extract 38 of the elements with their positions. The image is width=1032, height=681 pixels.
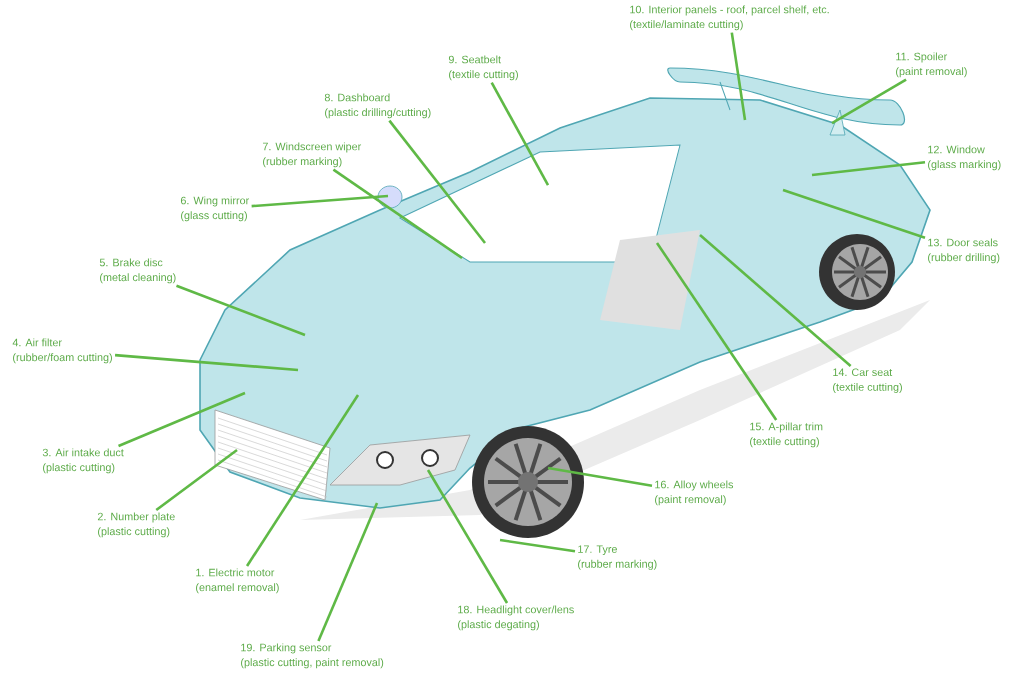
leader-line [332,168,463,260]
leader-line [699,234,852,367]
leader-line [388,119,487,244]
leader-line [811,160,926,177]
leader-line [155,448,238,512]
callout-label: 1. Electric motor (enamel removal) [196,568,279,594]
leader-line [490,82,550,186]
leader-line [547,466,653,487]
leader-line [655,242,778,421]
callout-label: 4. Air filter (rubber/foam cutting) [12,338,112,364]
leader-line [176,284,306,337]
callout-label: 19. Parking sensor (plastic cutting, paint removal) [241,643,384,669]
callout-label: 11. Spoiler (paint removal) [896,52,967,78]
leader-line [831,78,907,125]
callout-label: 8. Dashboard (plastic drilling/cutting) [324,93,431,119]
callout-label: 3. Air intake duct (plastic cutting) [42,448,124,474]
leader-line [251,194,389,208]
callout-label: 6. Wing mirror (glass cutting) [180,196,249,222]
callout-label: 15. A-pillar trim (textile cutting) [750,422,823,448]
leader-line [730,32,747,121]
callout-label: 2. Number plate (plastic cutting) [97,512,175,538]
callout-label: 13. Door seals (rubber drilling) [928,238,1000,264]
callout-label: 7. Windscreen wiper (rubber marking) [262,142,362,168]
callout-label: 12. Window (glass marking) [928,145,1001,171]
callout-label: 18. Headlight cover/lens (plastic degating) [458,605,574,631]
leader-line [317,502,379,642]
leader-line [245,394,360,567]
callout-label: 16. Alloy wheels (paint removal) [655,480,734,506]
leader-line [118,391,246,448]
callout-label: 14. Car seat (textile cutting) [833,368,902,393]
leader-line [782,188,926,240]
callout-label: 10. Interior panels - roof, parcel shelf, etc. (textile/laminate cutting) [630,5,829,31]
leader-line [114,353,299,372]
callout-label: 5. Brake disc (metal cleaning) [99,258,176,284]
callout-label: 9. Seatbelt (textile cutting) [448,55,518,81]
callout-label: 17. Tyre (rubber marking) [578,545,657,570]
leader-line [499,538,576,553]
leader-line [426,469,509,604]
